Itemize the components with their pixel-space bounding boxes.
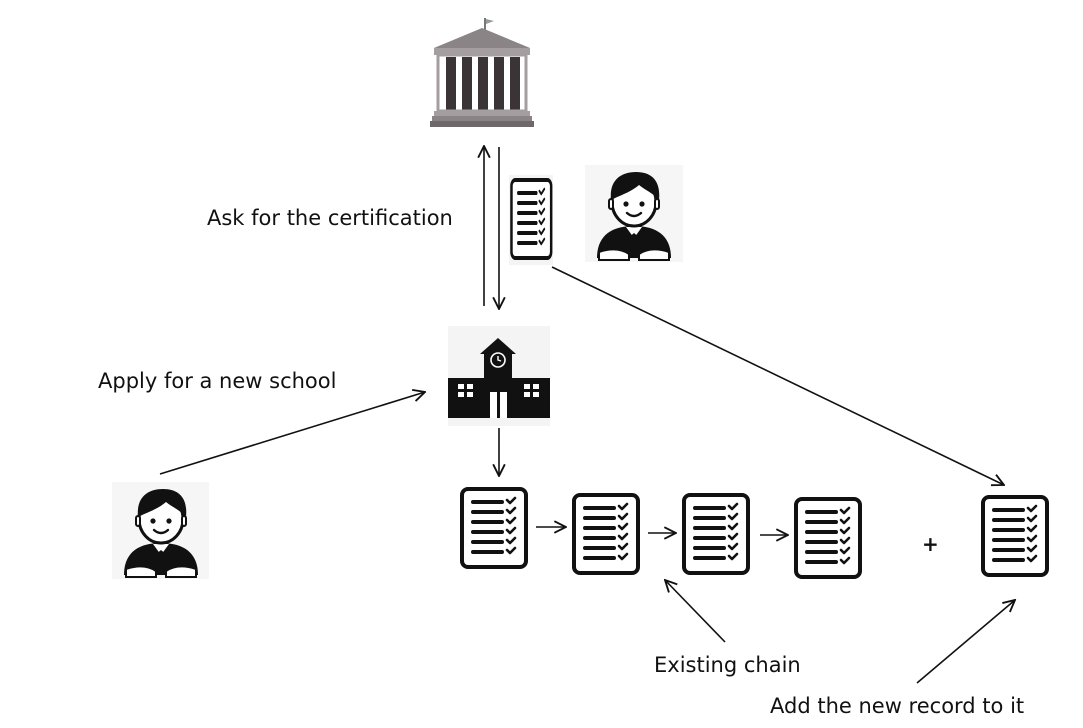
ask-certification-label: Ask for the certification xyxy=(207,206,453,230)
existing-chain-label: Existing chain xyxy=(654,653,801,677)
record-document-icon xyxy=(572,493,640,575)
arrow-certificate-to-new-record xyxy=(551,266,1004,485)
record-document-icon xyxy=(460,487,528,569)
arrow-add-record-label xyxy=(916,600,1015,684)
arrow-student-to-school xyxy=(159,392,425,475)
plus-sign: + xyxy=(922,532,939,556)
record-document-icon xyxy=(682,493,750,575)
record-document-icon xyxy=(509,178,554,260)
record-document-icon xyxy=(981,495,1049,577)
school-building-icon xyxy=(448,326,550,426)
record-document-icon xyxy=(794,497,862,579)
government-building-icon xyxy=(430,18,534,127)
add-record-label: Add the new record to it xyxy=(770,694,1025,718)
apply-school-label: Apply for a new school xyxy=(98,369,337,393)
arrow-existing-chain-label xyxy=(665,580,726,643)
